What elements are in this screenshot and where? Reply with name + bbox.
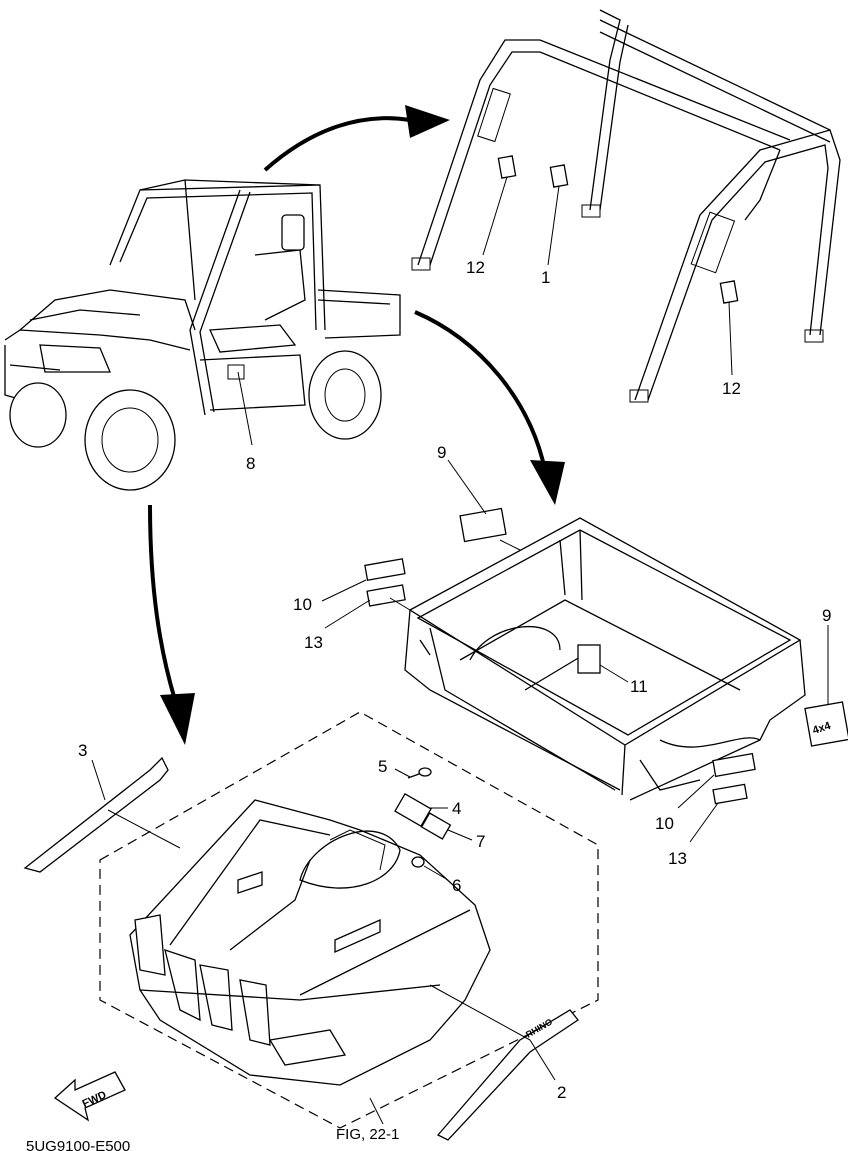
plate-4-mark (394, 792, 432, 828)
decal-10b-mark (712, 752, 756, 778)
assembly-boundary (99, 711, 599, 1129)
stripe-decal-2 (436, 1009, 579, 1141)
decal-12a-mark (497, 155, 517, 179)
part-label-7: 7 (476, 832, 485, 851)
cargo-bed: 4x4 (321, 459, 848, 843)
decal-9a-mark (459, 507, 507, 543)
stripe-decal-3 (23, 756, 169, 873)
part-label-9b: 9 (822, 606, 831, 625)
decal-8-mark (227, 364, 245, 380)
part-label-13b: 13 (668, 849, 687, 868)
fwd-indicator: FWD (53, 1071, 126, 1122)
catalog-code: 5UG9100-E500 (26, 1138, 130, 1151)
part-label-8: 8 (246, 454, 255, 473)
svg-text:4x4: 4x4 (811, 720, 833, 737)
part-label-12b: 12 (722, 379, 741, 398)
part-label-3: 3 (78, 741, 87, 760)
decal-10a-mark (364, 558, 406, 581)
roll-bar (411, 9, 841, 403)
part-label-1: 1 (541, 268, 550, 287)
decal-9b-mark (804, 701, 848, 747)
decal-12b-mark (719, 280, 739, 304)
pad-7-mark (420, 812, 452, 840)
part-label-10a: 10 (293, 595, 312, 614)
direction-arrows (148, 105, 565, 745)
part-label-5: 5 (378, 757, 387, 776)
part-label-13a: 13 (304, 633, 323, 652)
part-label-11: 11 (630, 677, 648, 696)
nut-6-mark (411, 856, 425, 868)
part-label-2: 2 (557, 1083, 566, 1102)
part-label-6: 6 (452, 876, 461, 895)
part-label-4: 4 (452, 799, 461, 818)
part-label-12a: 12 (466, 258, 485, 277)
vehicle-overview (4, 179, 401, 491)
decal-11-mark (577, 644, 601, 674)
rivet-5-mark (418, 767, 432, 777)
part-label-10b: 10 (655, 814, 674, 833)
decal-13b-mark (712, 783, 748, 805)
part-label-9a: 9 (437, 443, 446, 462)
figure-reference: FIG, 22-1 (336, 1126, 399, 1143)
decal-13a-mark (366, 584, 406, 607)
hood-assembly: RHINO (23, 711, 599, 1141)
decal-1-mark (549, 164, 569, 188)
